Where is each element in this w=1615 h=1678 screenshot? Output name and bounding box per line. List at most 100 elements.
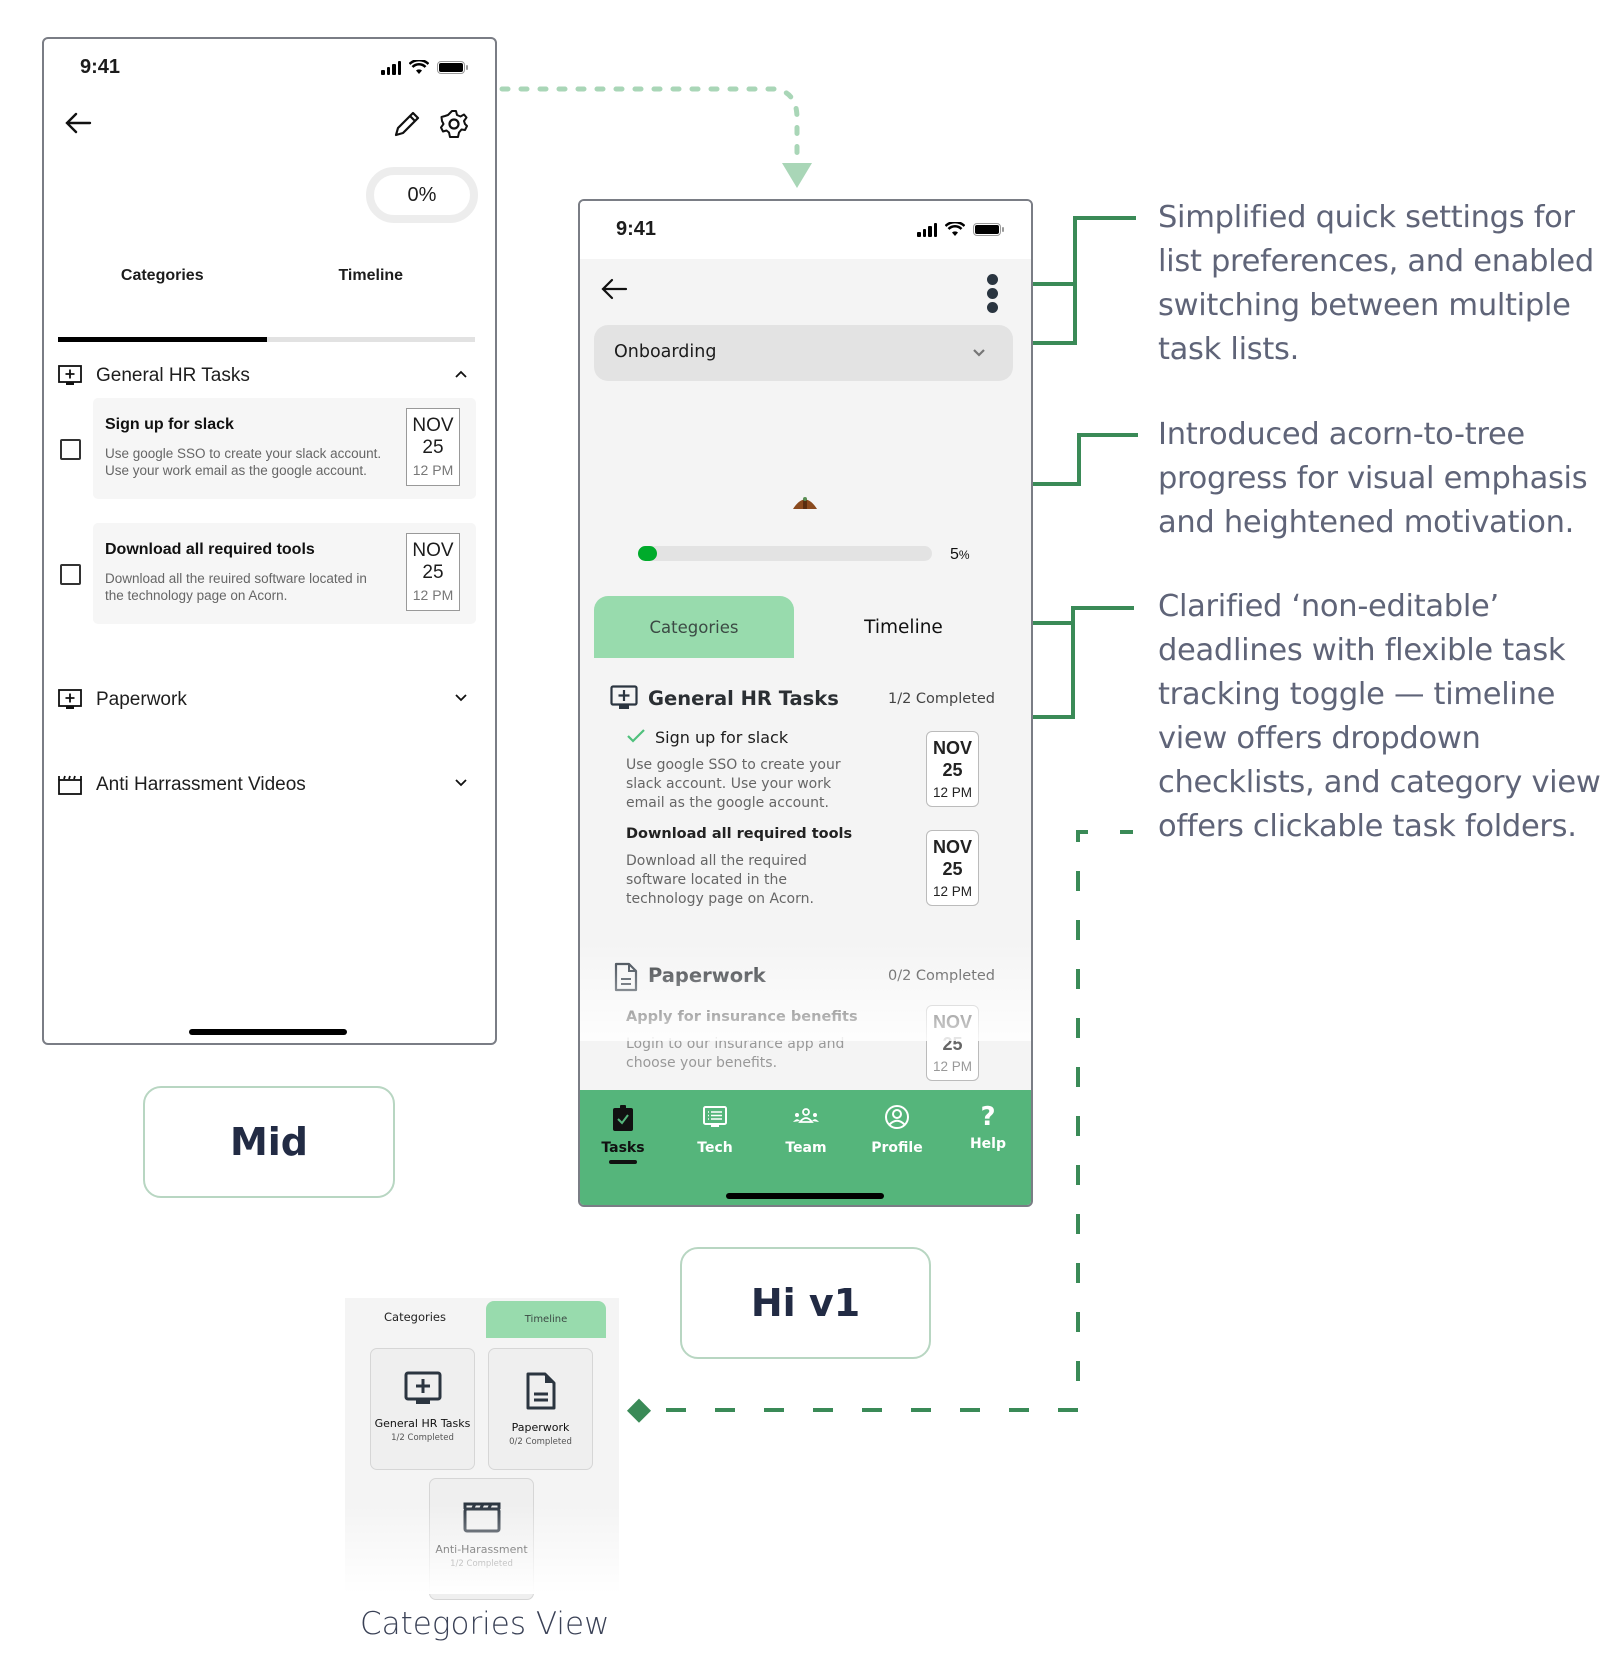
status-bar: 9:41 bbox=[580, 201, 1031, 259]
wifi-icon bbox=[409, 60, 429, 74]
tile-name: General HR Tasks bbox=[374, 1417, 471, 1430]
progress-percent: 5% bbox=[950, 546, 970, 563]
home-indicator bbox=[726, 1193, 884, 1199]
nav-profile[interactable]: Profile bbox=[862, 1104, 932, 1156]
wifi-icon bbox=[945, 222, 965, 236]
progress-fill bbox=[638, 546, 657, 561]
category-label: General HR Tasks bbox=[96, 365, 250, 386]
tab-timeline[interactable]: Timeline bbox=[486, 1301, 606, 1338]
battery-icon bbox=[437, 61, 468, 74]
flow-arrow-head bbox=[782, 163, 812, 188]
chevron-up-icon[interactable] bbox=[453, 366, 469, 382]
clapperboard-icon bbox=[58, 775, 82, 795]
section-general-hr[interactable]: General HR Tasks 1/2 Completed bbox=[610, 685, 995, 715]
clipboard-check-icon bbox=[613, 1105, 633, 1131]
tab-categories[interactable]: Categories bbox=[120, 267, 204, 284]
mid-fidelity-phone: 9:41 0% Categories Timeline General HR T… bbox=[42, 37, 497, 1045]
tab-categories[interactable]: Categories bbox=[594, 596, 794, 658]
progress-bar bbox=[638, 546, 932, 561]
status-bar: 9:41 bbox=[44, 39, 495, 95]
document-icon bbox=[526, 1372, 555, 1410]
home-indicator bbox=[189, 1029, 347, 1035]
scroll-fade bbox=[580, 941, 1031, 1041]
scroll-fade bbox=[345, 1504, 619, 1594]
category-tile-general-hr[interactable]: General HR Tasks 1/2 Completed bbox=[370, 1348, 475, 1470]
categories-view-caption: Categories View bbox=[360, 1606, 610, 1642]
tile-name: Paperwork bbox=[511, 1421, 570, 1434]
section-progress: 1/2 Completed bbox=[887, 691, 995, 707]
section-title: General HR Tasks bbox=[648, 687, 839, 710]
task-item[interactable]: Download all required tools Download all… bbox=[626, 826, 886, 909]
category-label: Anti Harrassment Videos bbox=[96, 774, 306, 795]
task-checkbox[interactable] bbox=[60, 564, 81, 585]
task-title: Download all required tools bbox=[626, 826, 853, 842]
task-card[interactable]: Sign up for slack Use google SSO to crea… bbox=[93, 398, 476, 499]
task-card[interactable]: Download all required tools Download all… bbox=[93, 523, 476, 624]
monitor-plus-icon bbox=[58, 689, 82, 709]
nav-team[interactable]: Team bbox=[771, 1104, 841, 1156]
task-deadline: NOV 25 12 PM bbox=[406, 533, 460, 611]
view-tabs: Categories Timeline bbox=[594, 596, 1013, 658]
nav-active-underline bbox=[609, 1160, 637, 1164]
category-general-hr[interactable]: General HR Tasks bbox=[58, 361, 475, 391]
monitor-plus-icon bbox=[404, 1371, 441, 1404]
chevron-down-icon bbox=[973, 349, 985, 357]
task-title[interactable]: Sign up for slack bbox=[655, 728, 789, 747]
back-arrow-icon[interactable] bbox=[64, 111, 92, 135]
bottom-nav: Tasks Tech Team Profile ? Help bbox=[580, 1090, 1031, 1205]
monitor-plus-icon bbox=[58, 365, 82, 385]
chevron-down-icon[interactable] bbox=[453, 690, 469, 706]
checkmark-icon[interactable] bbox=[626, 728, 646, 744]
gear-icon[interactable] bbox=[438, 108, 470, 140]
tab-timeline[interactable]: Timeline bbox=[338, 267, 404, 284]
category-label: Paperwork bbox=[96, 689, 187, 710]
task-deadline: NOV 25 12 PM bbox=[926, 830, 979, 906]
monitor-list-icon bbox=[703, 1106, 727, 1127]
task-title: Download all required tools bbox=[105, 541, 315, 558]
task-deadline: NOV 25 12 PM bbox=[406, 408, 460, 486]
annotation-deadlines-toggle: Clarified ‘non-editable’deadlines with f… bbox=[1158, 589, 1601, 844]
signal-icon bbox=[381, 60, 401, 75]
tab-track bbox=[58, 337, 475, 342]
category-anti-harassment[interactable]: Anti Harrassment Videos bbox=[58, 770, 475, 800]
tile-count: 0/2 Completed bbox=[509, 1437, 572, 1447]
battery-icon bbox=[973, 223, 1004, 236]
back-arrow-icon[interactable] bbox=[600, 277, 628, 301]
progress-percent-pill: 0% bbox=[366, 167, 478, 223]
team-icon bbox=[793, 1108, 819, 1123]
version-label-mid: Mid bbox=[143, 1086, 395, 1198]
flow-arrow-mid-to-hi bbox=[499, 86, 800, 161]
acorn-growth-icon bbox=[793, 497, 817, 509]
task-list-selector[interactable]: Onboarding bbox=[594, 325, 1013, 381]
tile-count: 1/2 Completed bbox=[391, 1433, 454, 1443]
task-description: Download all the reuired software locate… bbox=[105, 571, 367, 603]
version-label-hi: Hi v1 bbox=[680, 1247, 931, 1359]
task-checkbox[interactable] bbox=[60, 439, 81, 460]
task-title: Sign up for slack bbox=[105, 416, 234, 433]
nav-tasks[interactable]: Tasks bbox=[588, 1104, 658, 1164]
tab-timeline[interactable]: Timeline bbox=[864, 616, 943, 638]
profile-icon bbox=[885, 1105, 909, 1129]
status-time: 9:41 bbox=[616, 218, 657, 240]
monitor-plus-icon bbox=[610, 685, 638, 709]
chevron-down-icon[interactable] bbox=[453, 775, 469, 791]
tab-categories[interactable]: Categories bbox=[384, 1310, 446, 1324]
categories-view-preview: Categories Timeline General HR Tasks 1/2… bbox=[345, 1298, 619, 1600]
tab-active-indicator bbox=[58, 337, 267, 342]
category-paperwork[interactable]: Paperwork bbox=[58, 685, 475, 715]
task-description: Use google SSO to create your slack acco… bbox=[105, 446, 382, 478]
edit-pencil-icon[interactable] bbox=[392, 109, 422, 139]
signal-icon bbox=[917, 222, 937, 237]
status-time: 9:41 bbox=[80, 56, 121, 78]
selected-list: Onboarding bbox=[614, 342, 717, 362]
nav-tech[interactable]: Tech bbox=[680, 1104, 750, 1156]
view-tabs: Categories Timeline bbox=[58, 267, 475, 342]
task-deadline: NOV 25 12 PM bbox=[926, 731, 979, 807]
category-tile-paperwork[interactable]: Paperwork 0/2 Completed bbox=[488, 1348, 593, 1470]
more-options-icon[interactable] bbox=[987, 274, 999, 316]
nav-help[interactable]: ? Help bbox=[953, 1104, 1023, 1152]
